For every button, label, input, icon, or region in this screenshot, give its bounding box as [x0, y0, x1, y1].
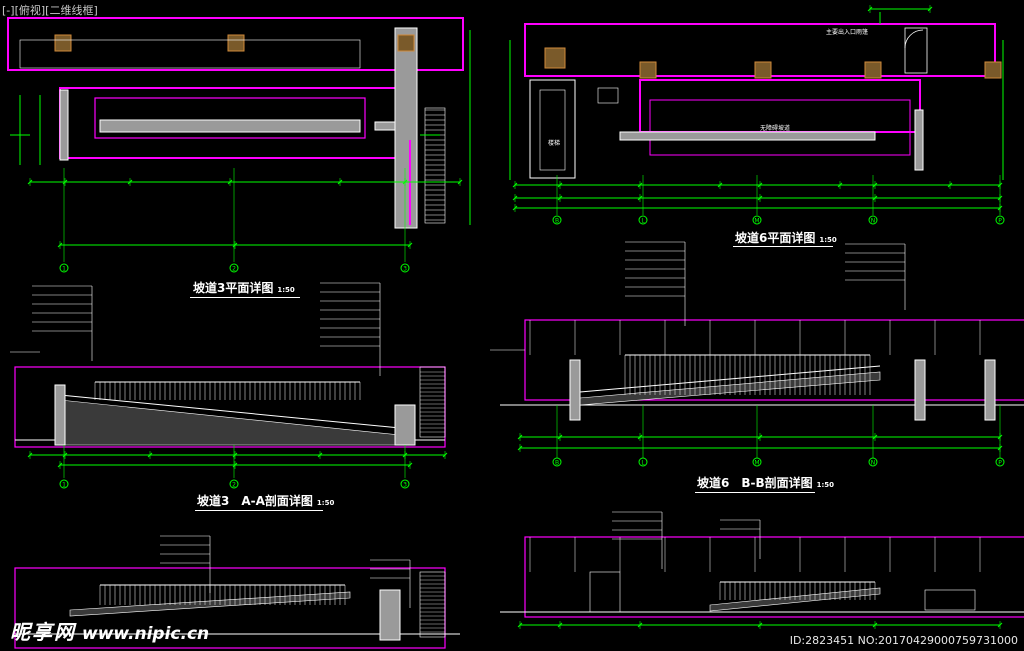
ramp3-plan-drawing: 1 2 3	[7, 17, 471, 273]
ramp6-lower-section-drawing	[500, 511, 1024, 629]
ramp3-section-drawing: 1 2 3	[10, 282, 448, 489]
grid-axis-label: 2	[232, 266, 236, 273]
grid-axis-label: 2	[232, 482, 236, 489]
viewport-label[interactable]: [-][俯视][二维线框]	[2, 2, 98, 18]
ramp-inner-outline	[94, 97, 366, 139]
hatched-wall	[569, 359, 581, 421]
viewport-control[interactable]: [-]	[2, 4, 15, 17]
grid-axis-label: B	[555, 460, 559, 467]
grid-axis-bubble	[868, 457, 878, 467]
grid-axis-label: 1	[62, 266, 66, 273]
stair-outline	[924, 589, 976, 611]
hatched-wall	[914, 109, 924, 171]
grid-axis-label: B	[555, 218, 559, 225]
grid-axis-label: 3	[403, 482, 407, 489]
ramp3-plan-title-underline	[190, 297, 300, 298]
structural-column	[984, 61, 1002, 79]
ramp3-lower-section-drawing	[14, 535, 460, 649]
grid-axis-label: N	[871, 460, 876, 467]
room-outline	[19, 39, 361, 69]
plan-note: 主要出入口雨篷	[826, 28, 868, 36]
section-frame	[524, 319, 1024, 401]
ramp-slab	[59, 399, 401, 446]
structural-column	[397, 34, 415, 52]
hatched-wall	[984, 359, 996, 421]
plan-note: 无障碍坡道	[760, 124, 790, 132]
hatched-wall	[54, 384, 66, 446]
hatched-wall	[619, 131, 876, 141]
stair-outline	[419, 571, 446, 638]
hatched-wall	[914, 359, 926, 421]
grid-axis-bubble	[229, 479, 239, 489]
grid-axis-label: L	[641, 218, 645, 225]
view-control[interactable]: [俯视]	[14, 4, 46, 17]
grid-axis-bubble	[229, 263, 239, 273]
grid-axis-label: M	[754, 218, 759, 225]
hatched-wall	[59, 89, 69, 161]
grid-axis-label: P	[998, 218, 1002, 225]
stair-outline	[424, 107, 446, 224]
grid-axis-label: M	[754, 460, 759, 467]
hatched-wall	[394, 27, 418, 229]
grid-axis-bubble	[400, 263, 410, 273]
grid-axis-bubble	[552, 457, 562, 467]
ramp-surface	[59, 394, 401, 429]
grid-axis-bubble	[752, 215, 762, 225]
grid-axis-bubble	[995, 457, 1005, 467]
plan-note: 楼梯	[548, 139, 560, 147]
structural-column	[227, 34, 245, 52]
grid-axis-label: L	[641, 460, 645, 467]
structural-column	[544, 47, 566, 69]
grid-axis-bubble	[59, 263, 69, 273]
structural-column	[864, 61, 882, 79]
grid-axis-label: 3	[403, 266, 407, 273]
grid-axis-label: N	[871, 218, 876, 225]
section-frame	[524, 536, 1024, 618]
grid-axis-bubble	[552, 215, 562, 225]
stair-inner	[539, 89, 566, 171]
grid-axis-bubble	[638, 215, 648, 225]
structural-column	[754, 61, 772, 79]
grid-axis-label: 1	[62, 482, 66, 489]
grid-axis-bubble	[638, 457, 648, 467]
hatched-wall	[99, 119, 361, 133]
grid-axis-label: P	[998, 460, 1002, 467]
ramp-inner-outline	[649, 99, 911, 156]
grid-axis-bubble	[868, 215, 878, 225]
structural-column	[54, 34, 72, 52]
ramp3-section-title-underline	[195, 510, 323, 511]
grid-axis-bubble	[400, 479, 410, 489]
visual-style-control[interactable]: [二维线框]	[45, 4, 98, 17]
grid-axis-bubble	[995, 215, 1005, 225]
hatched-wall	[394, 404, 416, 446]
structural-column	[639, 61, 657, 79]
stair-outline	[529, 79, 576, 179]
ramp6-plan-title-underline	[733, 246, 833, 247]
hatched-wall	[379, 589, 401, 641]
ramp6-section-title-underline	[695, 492, 815, 493]
grid-axis-bubble	[59, 479, 69, 489]
watermark-id: ID:2823451 NO:20170429000759731000	[789, 634, 1018, 647]
stair-outline	[589, 571, 621, 613]
grid-axis-bubble	[752, 457, 762, 467]
door-opening	[904, 27, 928, 74]
plan-outer-wall	[7, 17, 464, 71]
annotation-box	[597, 87, 619, 104]
door-swing	[904, 29, 924, 49]
stair-outline	[419, 366, 446, 438]
